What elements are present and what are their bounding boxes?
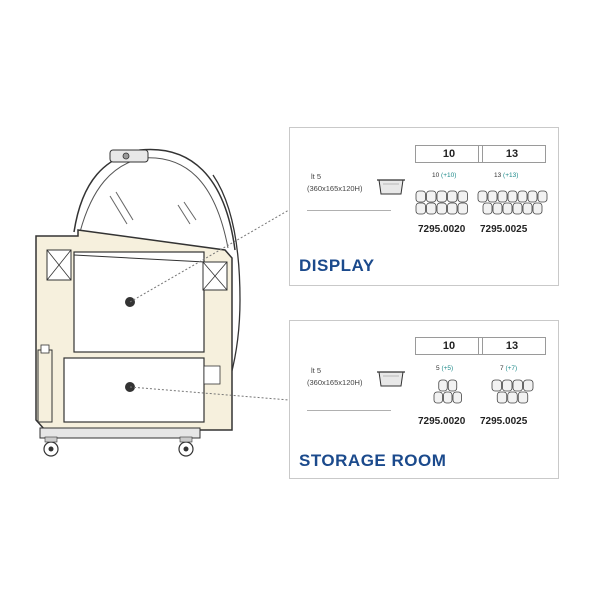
tray-pan — [436, 190, 447, 203]
display-col2-tray-layout — [477, 190, 548, 215]
glass-reflection-2 — [115, 191, 134, 221]
display-panel: 10 13 lt 5 (360x165x120H) 10 (+10) 13 (+… — [289, 127, 559, 286]
tray-pan — [497, 190, 508, 203]
display-col2-count: 13 (+13) — [494, 172, 519, 179]
storage-pan-icon — [377, 371, 405, 387]
shelf-line — [73, 254, 206, 263]
storage-col2-code: 7295.0025 — [480, 416, 528, 427]
storage-spec-dims: (360x165x120H) — [307, 378, 363, 387]
tray-pan — [426, 190, 437, 203]
tray-pan — [517, 190, 528, 203]
tray-pan — [482, 202, 493, 215]
tray-pan — [491, 379, 502, 392]
tray-pan — [496, 391, 508, 404]
tray-pan — [436, 202, 447, 215]
display-spec-dims: (360x165x120H) — [307, 184, 363, 193]
tray-pan — [487, 190, 498, 203]
display-col2-code: 7295.0025 — [480, 224, 528, 235]
display-well — [73, 251, 205, 353]
tray-pan — [443, 391, 453, 404]
display-spec-divider — [307, 210, 391, 211]
tray-pan — [523, 379, 534, 392]
storage-leader — [129, 386, 290, 401]
display-col2-header: 13 — [478, 145, 546, 163]
tray-pan — [502, 379, 513, 392]
storage-col1-tray-layout — [433, 379, 462, 404]
display-col1-tray-layout — [415, 190, 468, 215]
tray-pan — [507, 190, 518, 203]
tray-pan — [492, 202, 503, 215]
display-title: DISPLAY — [299, 256, 375, 275]
display-col1-header: 10 — [415, 145, 483, 163]
glass-reflection-4 — [183, 201, 197, 221]
tray-pan — [426, 202, 437, 215]
storage-col2-tray-layout — [491, 379, 534, 404]
storage-panel: 10 13 lt 5 (360x165x120H) 5 (+5) 7 (+7) … — [289, 320, 559, 479]
tray-pan — [447, 202, 458, 215]
tray-pan — [532, 202, 543, 215]
display-spec-label: lt 5 — [311, 172, 322, 181]
tray-pan — [522, 202, 533, 215]
glass-reflection-3 — [177, 204, 191, 225]
display-pan-icon — [377, 179, 405, 195]
display-leader — [129, 209, 290, 303]
door-handle — [40, 344, 50, 354]
display-col1-count: 10 (+10) — [432, 172, 457, 179]
tray-pan — [537, 190, 548, 203]
tray-pan — [527, 190, 538, 203]
storage-title: STORAGE ROOM — [299, 451, 447, 470]
side-door — [37, 349, 53, 423]
tray-pan — [517, 391, 529, 404]
light-bar-bulb — [122, 152, 130, 160]
storage-spec-label: lt 5 — [311, 366, 322, 375]
storage-col2-count: 7 (+7) — [500, 365, 518, 372]
storage-col1-code: 7295.0020 — [418, 416, 466, 427]
tray-pan — [507, 391, 518, 404]
tray-pan — [502, 202, 513, 215]
tray-pan — [477, 190, 488, 203]
tray-pan — [457, 190, 468, 203]
glass-reflection-1 — [109, 195, 128, 225]
tray-pan — [457, 202, 468, 215]
tray-pan — [415, 202, 426, 215]
storage-spec-divider — [307, 410, 391, 411]
tray-pan — [415, 190, 426, 203]
tray-pan — [452, 391, 462, 404]
tray-pan — [447, 379, 458, 392]
tray-pan — [512, 202, 523, 215]
storage-col2-header: 13 — [478, 337, 546, 355]
tray-pan — [512, 379, 523, 392]
tray-pan — [447, 190, 458, 203]
cabinet-base — [39, 427, 201, 439]
storage-col1-count: 5 (+5) — [436, 365, 454, 372]
tray-pan — [438, 379, 448, 392]
compressor-vent — [203, 365, 221, 385]
tray-pan — [433, 391, 443, 404]
display-col1-code: 7295.0020 — [418, 224, 466, 235]
storage-col1-header: 10 — [415, 337, 483, 355]
